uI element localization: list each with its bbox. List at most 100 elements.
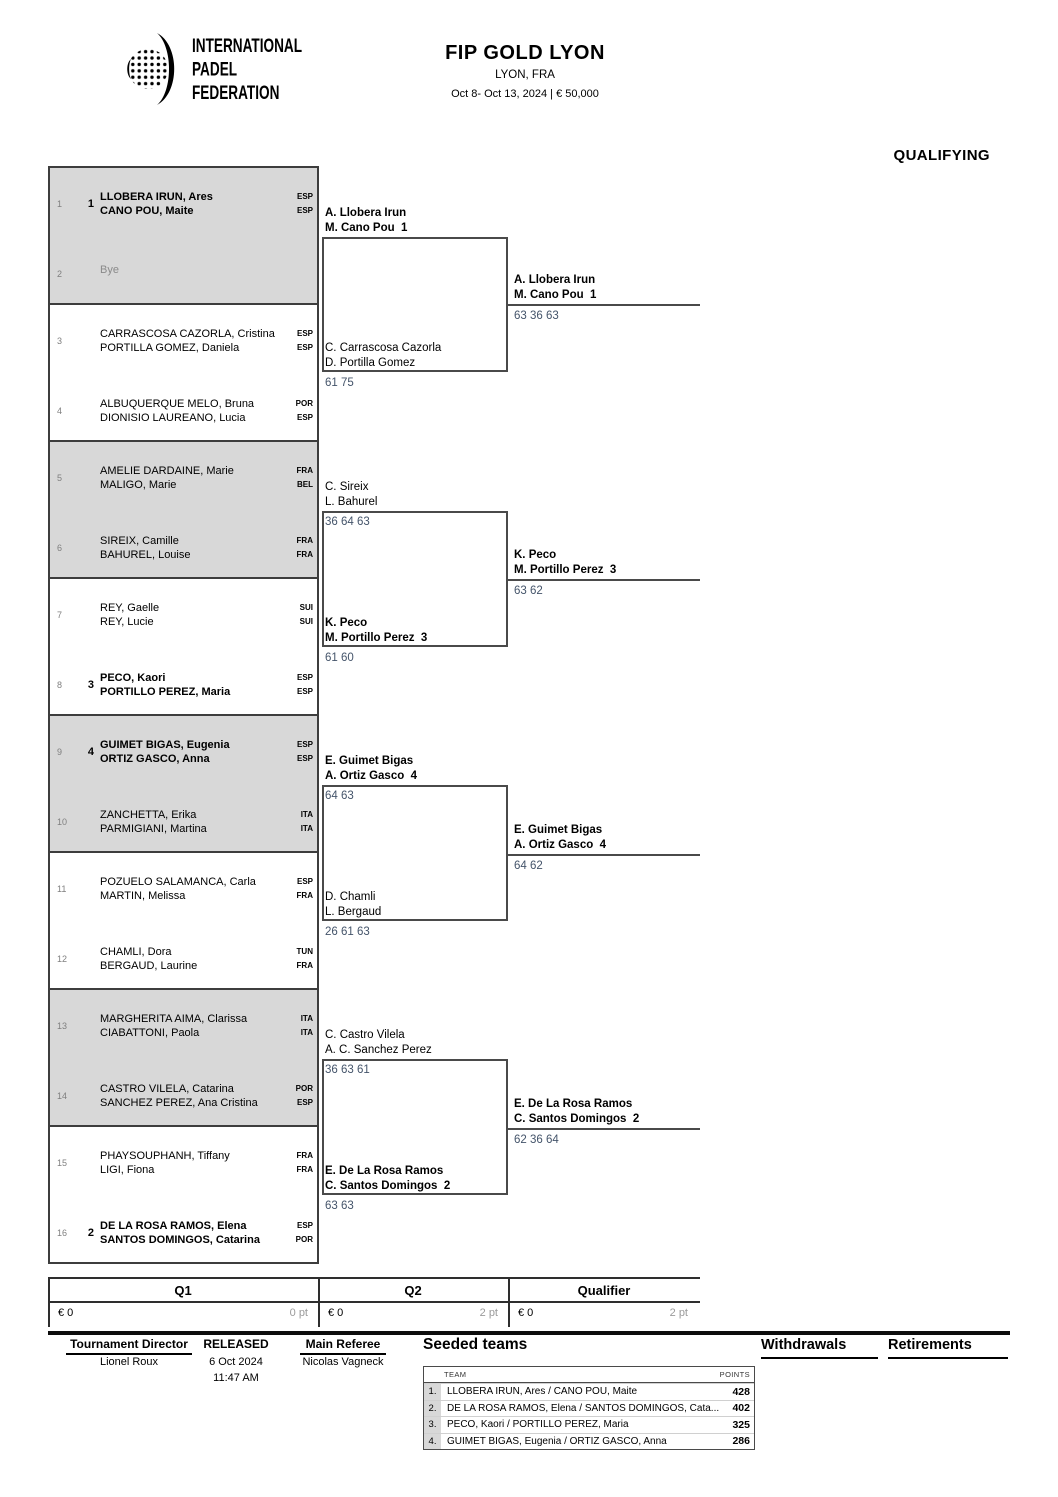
round-points-q1: 0 pt (289, 1307, 308, 1319)
logo-line-2: PADEL (192, 58, 238, 80)
seed-number: 4. (424, 1433, 442, 1449)
player-name: REY, Lucie (100, 616, 154, 628)
country-code: ESP (296, 687, 313, 696)
qualifier-line (508, 579, 700, 581)
country-code: FRA (296, 1165, 313, 1174)
q2-match-box-4 (322, 1059, 508, 1195)
country-code: FRA (296, 550, 313, 559)
retirements-label: Retirements (888, 1337, 1008, 1359)
country-code: ESP (296, 343, 313, 352)
entry-position: 11 (57, 884, 67, 894)
round-points-qualifier: 2 pt (669, 1307, 688, 1319)
column-header-team: TEAM (444, 1370, 467, 1379)
player-name: DE LA ROSA RAMOS, Elena (100, 1220, 247, 1232)
seeded-team-points: 325 (732, 1418, 750, 1431)
q1-match-box-4 (50, 579, 317, 716)
round-prize-qualifier: € 0 (518, 1307, 534, 1319)
seeded-row: 4. GUIMET BIGAS, Eugenia / ORTIZ GASCO, … (424, 1432, 754, 1449)
country-code: ESP (296, 329, 313, 338)
player-name: ZANCHETTA, Erika (100, 809, 197, 821)
player-name: PORTILLO PEREZ, Maria (100, 686, 231, 698)
country-code: ITA (300, 1014, 313, 1023)
round-label-qualifier: Qualifier (577, 1283, 631, 1298)
entry-position: 10 (57, 817, 68, 827)
country-code: POR (295, 1235, 313, 1244)
bye-label: Bye (100, 264, 119, 276)
seeded-team-points: 402 (732, 1402, 750, 1415)
match-score: 61 60 (325, 652, 354, 664)
player-name: CIABATTONI, Paola (100, 1027, 200, 1039)
entry-position: 12 (57, 954, 68, 964)
entry-seed: 4 (87, 746, 94, 758)
entry-position: 9 (57, 747, 63, 757)
entry-position: 13 (57, 1021, 68, 1031)
qualifier-line (508, 1128, 700, 1130)
main-referee-name: Nicolas Vagneck (302, 1356, 384, 1368)
entry-position: 3 (57, 336, 63, 346)
q2-match-box-1 (322, 237, 508, 372)
seed-number: 1. (424, 1384, 442, 1400)
ipf-logo: INTERNATIONAL PADEL FEDERATION (124, 30, 330, 108)
entry-position: 14 (57, 1091, 68, 1101)
footer-separator (48, 1331, 1010, 1335)
country-code: ITA (300, 1028, 313, 1037)
player-name: LIGI, Fiona (100, 1164, 155, 1176)
player-name: SIREIX, Camille (100, 535, 179, 547)
match-score: 62 36 64 (514, 1134, 559, 1146)
entry-position: 16 (57, 1228, 68, 1238)
q1-match-box-5 (50, 716, 317, 853)
rounds-header-topline (48, 1277, 700, 1279)
entry-seed: 1 (87, 198, 94, 210)
seeded-team-points: 428 (732, 1385, 750, 1398)
q1-match-box-6 (50, 853, 317, 990)
country-code: ESP (296, 192, 313, 201)
player-name: MALIGO, Marie (100, 479, 177, 491)
player-name: REY, Gaelle (100, 602, 160, 614)
logo-line-1: INTERNATIONAL (192, 34, 303, 57)
seeded-team-points: 286 (732, 1435, 750, 1448)
seeded-team-name: DE LA ROSA RAMOS, Elena / SANTOS DOMINGO… (447, 1402, 720, 1414)
country-code: ITA (300, 824, 313, 833)
qualifier-line (508, 854, 700, 856)
country-code: ESP (296, 754, 313, 763)
withdrawals-label: Withdrawals (761, 1337, 878, 1359)
round-label-q2: Q2 (404, 1283, 422, 1298)
player-name: ALBUQUERQUE MELO, Bruna (100, 398, 255, 410)
round-points-q2: 2 pt (479, 1307, 498, 1319)
ipf-ball-icon (127, 33, 175, 105)
entry-seed: 3 (87, 679, 94, 691)
entry-position: 8 (57, 680, 63, 690)
match-score: 64 62 (514, 860, 543, 872)
released-time: 11:47 AM (213, 1372, 259, 1384)
entry-position: 7 (57, 610, 63, 620)
country-code: FRA (296, 466, 313, 475)
player-name: PARMIGIANI, Martina (100, 823, 207, 835)
seeded-team-name: PECO, Kaori / PORTILLO PEREZ, Maria (447, 1419, 629, 1431)
player-name: BAHUREL, Louise (100, 549, 191, 561)
qualifier-line (508, 304, 700, 306)
match-score: 36 64 63 (325, 516, 370, 528)
country-code: FRA (296, 536, 313, 545)
country-code: POR (295, 1084, 313, 1093)
rounds-header-bottomline (48, 1301, 700, 1303)
